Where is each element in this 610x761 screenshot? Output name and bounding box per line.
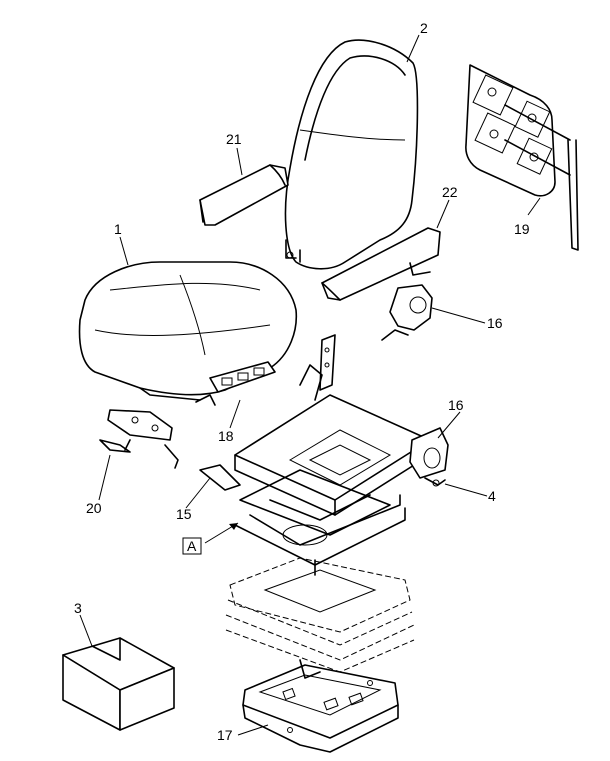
leader-lines: [79, 34, 541, 736]
callout-1: 1: [114, 221, 122, 237]
bellows-part: [225, 557, 415, 673]
seat-cushion-part: [78, 261, 298, 401]
callout-17: 17: [217, 727, 233, 743]
left-armrest-part: [199, 164, 289, 226]
callout-15: 15: [176, 506, 192, 522]
side-bracket-part: [409, 427, 449, 487]
backrest-part: [284, 39, 419, 270]
slide-handle-part: [99, 409, 179, 469]
right-armrest-part: [321, 227, 441, 301]
suspension-frame-part: [199, 334, 431, 566]
callout-labels: 2 21 22 19 1 16 18 16 4 20 15 A 3 17: [74, 20, 530, 743]
callout-21: 21: [226, 131, 242, 147]
callout-A: A: [187, 538, 197, 554]
lumbar-pad-part: [465, 64, 579, 251]
callout-3: 3: [74, 600, 82, 616]
callout-4: 4: [488, 488, 496, 504]
base-part: [242, 659, 399, 753]
callout-19: 19: [514, 221, 530, 237]
control-panel-part: [195, 361, 276, 406]
callout-a-box: [182, 537, 202, 555]
callout-16-upper: 16: [487, 315, 503, 331]
callout-18: 18: [218, 428, 234, 444]
callout-20: 20: [86, 500, 102, 516]
lumbar-knob-part: [381, 284, 433, 341]
callout-16-lower: 16: [448, 397, 464, 413]
callout-22: 22: [442, 184, 458, 200]
storage-box-part: [62, 637, 175, 731]
callout-2: 2: [420, 20, 428, 36]
